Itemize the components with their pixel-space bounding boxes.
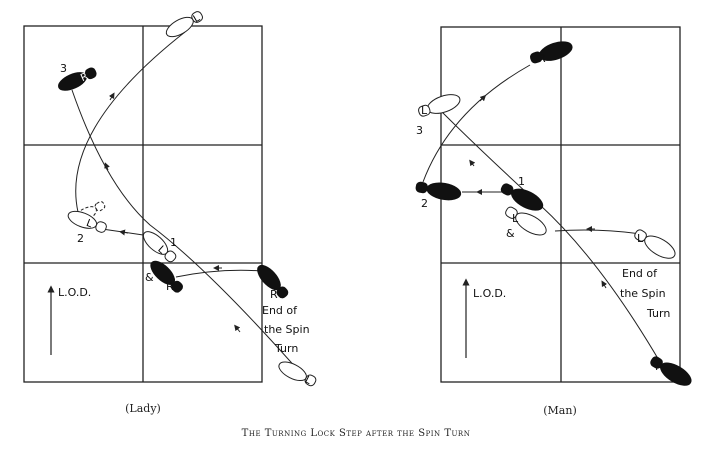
man-1-foot-letter: R <box>506 183 514 196</box>
man-3-foot-letter: L <box>421 104 428 117</box>
lady-lod-label: L.O.D. <box>58 286 91 299</box>
man-step-2: 2 <box>421 197 428 210</box>
lady-foot-2-left: L <box>67 210 107 233</box>
man-foot-end-left <box>634 229 676 259</box>
man-foot-1-right <box>500 183 544 211</box>
man-step-1: 1 <box>518 175 525 188</box>
man-foot-3-left <box>418 94 461 117</box>
lady-end-text-2: the Spin <box>264 323 310 336</box>
lady-diagram: L R L L R R L 3 2 1 & End of the Spin Tu… <box>23 11 317 415</box>
man-end-text-1: End of <box>622 267 658 280</box>
lady-foot-start-left: L <box>278 361 317 388</box>
svg-text:L: L <box>85 218 95 230</box>
lady-step-1: 1 <box>170 236 177 249</box>
man-caption: (Man) <box>543 404 577 417</box>
lady-foot-3-right: R <box>58 67 97 91</box>
svg-text:R: R <box>79 71 90 84</box>
lady-caption: (Lady) <box>125 402 161 415</box>
man-end-text-2: the Spin <box>620 287 666 300</box>
lady-step-3: 3 <box>60 62 67 75</box>
man-start-foot-letter: R <box>655 360 663 373</box>
man-foot-and-left <box>505 206 547 236</box>
lady-step-2: 2 <box>77 232 84 245</box>
figure-title: The Turning Lock Step after the Spin Tur… <box>242 428 471 439</box>
lady-foot-and-right <box>150 260 183 293</box>
man-end-text-3: Turn <box>646 307 670 320</box>
lady-step-and: & <box>145 271 154 284</box>
lady-end-foot-letter: R <box>270 288 278 301</box>
lady-end-text-3: Turn <box>274 342 298 355</box>
man-diagram: R L R R L L R 3 2 1 & End of the Spin Tu… <box>415 26 692 417</box>
man-foot-start-right <box>650 356 692 386</box>
lady-foot-1-left: L <box>142 231 177 263</box>
man-end-foot-letter: L <box>637 232 644 245</box>
lady-paths <box>71 31 306 379</box>
svg-text:L: L <box>303 375 313 388</box>
svg-text:L: L <box>192 13 203 26</box>
man-step-3: 3 <box>416 124 423 137</box>
man-2-foot-letter: R <box>419 181 427 194</box>
svg-text:L: L <box>155 244 167 256</box>
man-foot-top-right <box>529 41 573 64</box>
man-step-and: & <box>506 227 515 240</box>
lady-foot-end-right <box>257 264 289 299</box>
lady-end-text-1: End of <box>262 304 298 317</box>
man-and-foot-letter: L <box>512 212 519 225</box>
man-foot-2-right <box>415 181 462 201</box>
man-grid <box>440 26 681 383</box>
lady-and-foot-letter: R <box>166 280 174 293</box>
man-paths <box>422 64 661 363</box>
lady-grid <box>23 25 263 383</box>
man-lod-label: L.O.D. <box>473 287 506 300</box>
man-top-foot-letter: R <box>538 52 546 65</box>
lady-foot-top-left: L <box>165 11 203 38</box>
